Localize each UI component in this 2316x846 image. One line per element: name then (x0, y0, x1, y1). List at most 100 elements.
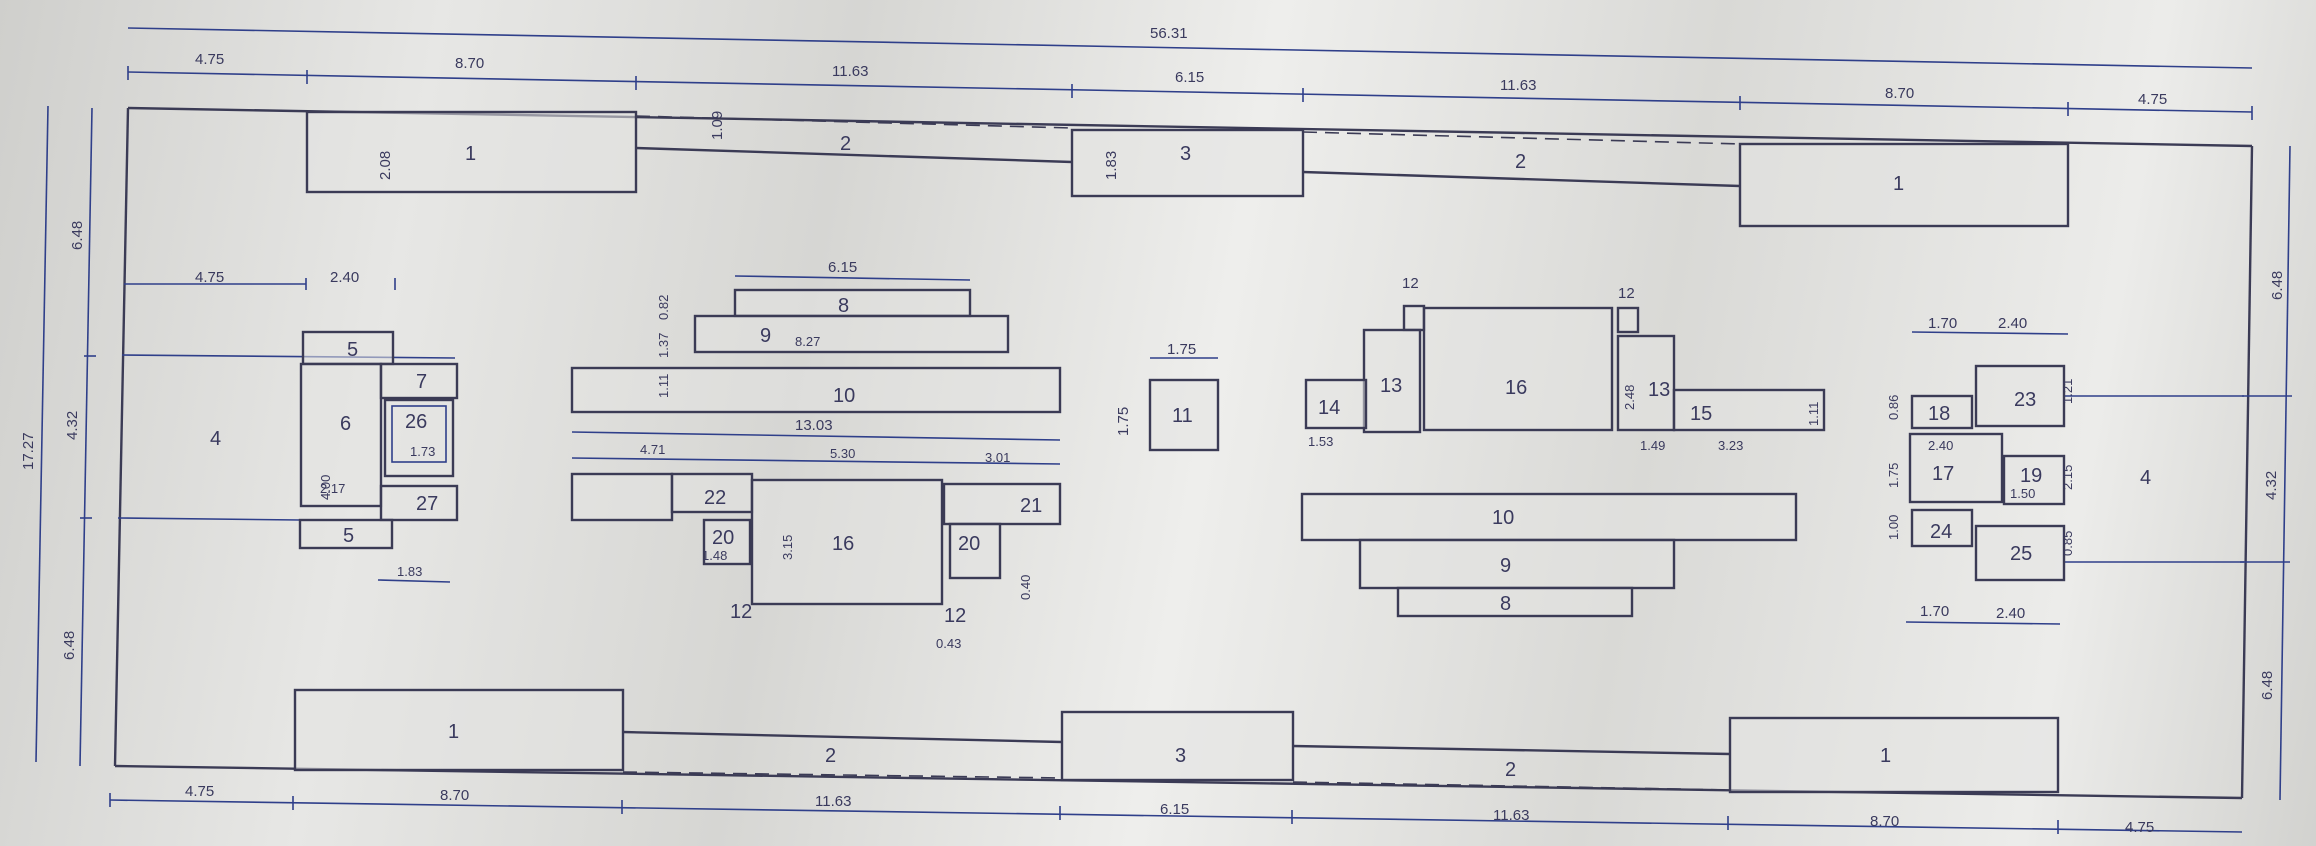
label-block-26: 26 (405, 411, 427, 433)
dim-left-total: 17.27 (20, 432, 37, 470)
label-block-8-right: 8 (1500, 593, 1511, 615)
right-dimension-chain: 6.48 4.32 6.48 (2240, 145, 2292, 801)
dim-bottom-3: 11.63 (815, 793, 851, 810)
label-block-9-left: 9 (760, 325, 771, 347)
dim-bottom-5: 11.63 (1493, 807, 1529, 824)
label-block-10-right: 10 (1492, 507, 1514, 529)
left-end-zone: 4.75 2.40 4 5 6 7 26 1.73 27 5 4.00 2.17… (117, 269, 459, 583)
label-block-5-upper: 5 (347, 339, 358, 361)
label-block-20-right: 20 (958, 533, 980, 555)
label-block-2-top-right: 2 (1515, 151, 1526, 173)
label-block-3-bottom: 3 (1175, 745, 1186, 767)
label-block-2-bottom-left: 2 (825, 745, 836, 767)
center-right-group: 12 12 16 13 14 1.53 13 2.48 15 1.11 1.49… (1300, 275, 1826, 618)
label-block-12-d: 12 (1618, 285, 1635, 302)
dim-right-zone-121: 1.21 (2060, 379, 2075, 404)
dim-overall: 56.31 (1150, 25, 1188, 42)
dim-block-15-a: 1.49 (1640, 438, 1665, 453)
dim-top-6: 8.70 (1885, 85, 1914, 102)
dim-block-19: 1.50 (2010, 486, 2035, 501)
label-block-14: 14 (1318, 397, 1340, 419)
label-block-12-c: 12 (1402, 275, 1419, 292)
label-block-16-left: 16 (832, 533, 854, 555)
dim-block-17-w: 2.40 (1928, 438, 1953, 453)
label-block-1-top-left: 1 (465, 143, 476, 165)
dim-right-zone-085: 0.85 (2060, 531, 2075, 556)
dim-left-zone-1: 4.75 (195, 269, 224, 286)
label-block-2-bottom-right: 2 (1505, 759, 1516, 781)
center-left-group: 6.15 8 9 8.27 10 0.82 1.37 1.11 13.03 4.… (570, 259, 1062, 651)
dim-block-6-h: 4.00 (318, 475, 333, 500)
dim-right-zone-2: 2.40 (1998, 315, 2027, 332)
dim-group-137: 1.37 (656, 333, 671, 358)
dim-bottom-7: 4.75 (2125, 819, 2154, 836)
dim-left-zone-bottom: 1.83 (397, 564, 422, 579)
dim-right-zone-1: 1.70 (1928, 315, 1957, 332)
dim-bottom-2: 8.70 (440, 787, 469, 804)
dim-right-zone-3: 1.70 (1920, 603, 1949, 620)
bottom-row-blocks: 1 2 3 2 1 (293, 688, 2060, 794)
dim-top-5: 11.63 (1500, 77, 1536, 94)
label-block-16-right: 16 (1505, 377, 1527, 399)
dim-group-5-30: 5.30 (830, 446, 855, 461)
dim-right-zone-4: 2.40 (1996, 605, 2025, 622)
dim-group-082: 0.82 (656, 295, 671, 320)
label-block-13-left: 13 (1380, 375, 1402, 397)
dim-group-111: 1.11 (656, 374, 671, 398)
label-block-23: 23 (2014, 389, 2036, 411)
label-block-7: 7 (416, 371, 427, 393)
dim-bottom-6: 8.70 (1870, 813, 1899, 830)
label-block-12-a: 12 (730, 601, 752, 623)
dim-group-4-71: 4.71 (640, 442, 665, 457)
dim-bottom-1: 4.75 (185, 783, 214, 800)
dim-right-zone-215: 2.15 (2060, 465, 2075, 490)
label-block-17: 17 (1932, 463, 1954, 485)
dim-block-16-h: 3.15 (780, 535, 795, 560)
dim-right-zone-100: 1.00 (1886, 515, 1901, 540)
dim-block-14: 1.53 (1308, 434, 1333, 449)
label-block-20-left: 20 (712, 527, 734, 549)
label-block-12-b: 12 (944, 605, 966, 627)
dim-top-block2-h: 1.09 (709, 111, 726, 140)
dim-block-26: 1.73 (410, 444, 435, 459)
label-block-19: 19 (2020, 465, 2042, 487)
top-row-blocks: 1 2 3 2 1 2.08 1.09 1.83 (305, 111, 2070, 228)
dim-top-1: 4.75 (195, 51, 224, 68)
dim-right-c: 6.48 (2259, 671, 2276, 700)
dim-top-2: 8.70 (455, 55, 484, 72)
dim-block-13: 2.48 (1622, 385, 1637, 410)
label-zone-4-left: 4 (210, 428, 221, 450)
label-block-13-right: 13 (1648, 379, 1670, 401)
dim-group-13-03: 13.03 (795, 417, 833, 434)
dim-group-8-w: 6.15 (828, 259, 857, 276)
dim-left-c: 6.48 (61, 631, 78, 660)
dim-top-block1-h: 2.08 (377, 151, 394, 180)
dim-left-a: 6.48 (69, 221, 86, 250)
label-block-27: 27 (416, 493, 438, 515)
dim-block-9-w: 8.27 (795, 334, 820, 349)
label-block-24: 24 (1930, 521, 1952, 543)
dim-block-6-w: 2.17 (320, 481, 345, 496)
label-block-22: 22 (704, 487, 726, 509)
label-block-6: 6 (340, 413, 351, 435)
dim-top-4: 6.15 (1175, 69, 1204, 86)
label-block-1-bottom-right: 1 (1880, 745, 1891, 767)
right-end-zone: 1.70 2.40 4 23 18 2.40 17 19 1.50 24 25 … (1886, 315, 2244, 625)
dim-group-0-40: 0.40 (1018, 575, 1033, 600)
label-block-5-lower: 5 (343, 525, 354, 547)
dim-block-15-h: 1.11 (1806, 402, 1821, 426)
dim-right-zone-175: 1.75 (1886, 463, 1901, 488)
dim-left-zone-2: 2.40 (330, 269, 359, 286)
dim-group-3-01: 3.01 (985, 450, 1010, 465)
label-block-2-top-left: 2 (840, 133, 851, 155)
label-block-25: 25 (2010, 543, 2032, 565)
dim-top-7: 4.75 (2138, 91, 2167, 108)
dim-right-a: 6.48 (2269, 271, 2286, 300)
dim-bottom-4: 6.15 (1160, 801, 1189, 818)
dim-top-block3-h: 1.83 (1103, 151, 1120, 180)
left-dimension-chain: 17.27 6.48 4.32 6.48 (20, 105, 96, 767)
dim-block-11-h: 1.75 (1115, 407, 1132, 436)
label-block-10-left: 10 (833, 385, 855, 407)
